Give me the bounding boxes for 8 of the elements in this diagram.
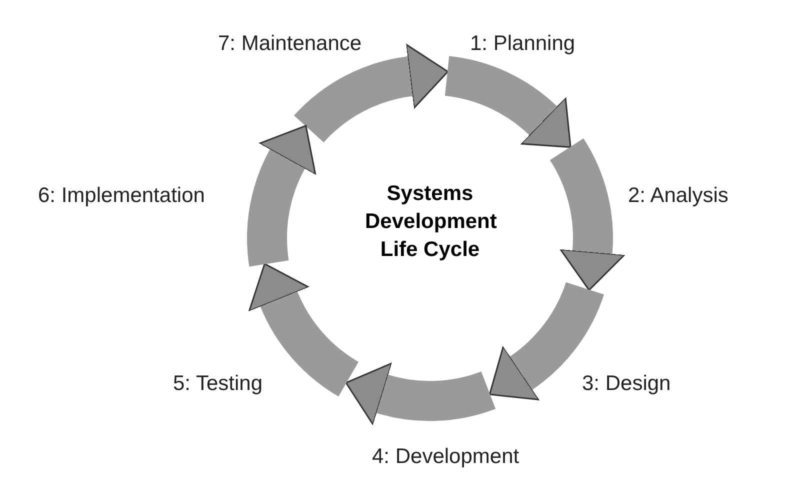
phase-label: 2: Analysis [628, 183, 728, 209]
phase-label: 4: Development [372, 444, 520, 470]
phase-label: 5: Testing [173, 371, 263, 397]
cycle-title: Systems Development Life Cycle [365, 181, 495, 263]
phase-label: 3: Design [582, 371, 671, 397]
phase-label: 7: Maintenance [218, 31, 362, 57]
phase-label: 6: Implementation [38, 183, 205, 209]
phase-label: 1: Planning [470, 31, 576, 57]
